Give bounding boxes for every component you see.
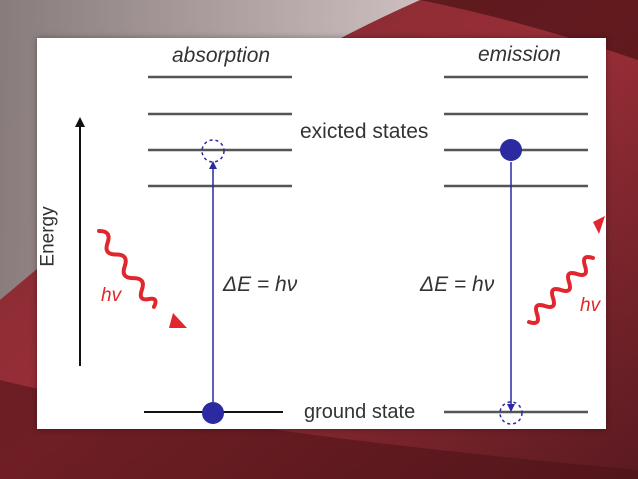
incoming-photon-label: hv [101, 285, 122, 306]
absorption-energy-equation: ΔE = hν [223, 273, 298, 296]
ground-state-label: ground state [304, 401, 416, 423]
diagram-panel: absorption emission exicted states groun… [37, 38, 606, 429]
emission-excited-electron [500, 139, 522, 161]
energy-level-diagram [75, 75, 605, 425]
energy-axis-label: Energy [37, 206, 59, 267]
emission-title: emission [478, 43, 561, 66]
absorption-excited-empty-state [201, 139, 225, 163]
absorption-title: absorption [172, 44, 271, 67]
emission-energy-equation: ΔE = hν [420, 273, 495, 296]
emission-ground-empty-state [499, 401, 523, 425]
excited-states-label: exicted states [300, 120, 429, 143]
outgoing-photon-wave [527, 255, 595, 325]
outgoing-photon-label: hv [580, 295, 601, 316]
outgoing-photon-arrowhead [593, 216, 605, 234]
incoming-photon-arrowhead [169, 313, 187, 328]
absorption-ground-electron [202, 402, 224, 424]
incoming-photon-wave [97, 228, 158, 309]
